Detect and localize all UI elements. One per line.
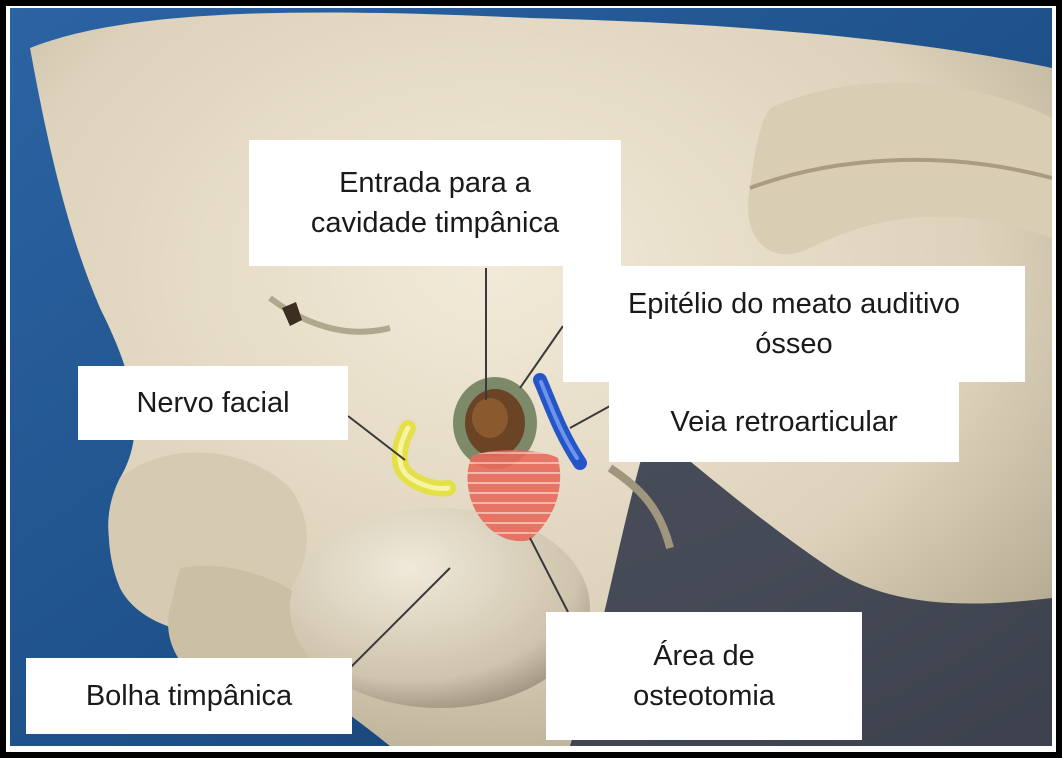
leader-nervo [347, 415, 406, 461]
bone-fold-2 [607, 464, 674, 549]
facial-nerve-highlight [397, 425, 451, 491]
label-nervo-facial: Nervo facial [78, 366, 348, 440]
leader-bolha [349, 567, 451, 669]
bone-fold-1 [268, 295, 391, 335]
tympanic-bulla [290, 508, 590, 708]
label-epitelio-line1: Epitélio do meato auditivo [627, 288, 961, 320]
foramen-dark [282, 302, 302, 326]
label-veia-line1: Veia retroarticular [670, 406, 898, 438]
label-veia-retroarticular: Veia retroarticular [609, 382, 959, 462]
arch-edge [749, 157, 1052, 190]
label-nervo-line1: Nervo facial [136, 387, 290, 419]
osteotomy-area [467, 450, 561, 542]
label-bolha-timpanica: Bolha timpânica [26, 658, 352, 734]
label-entrada-line2: cavidade timpânica [310, 207, 560, 239]
retroarticular-vein-highlight [539, 380, 579, 460]
label-entrada-cavidade-timpanica: Entrada para a cavidade timpânica [249, 140, 621, 266]
label-epitelio-meato: Epitélio do meato auditivo ósseo [563, 266, 1025, 382]
zygomatic-arch [748, 82, 1052, 255]
leader-veia [569, 405, 611, 429]
skull-photo-drawing [10, 8, 1052, 746]
label-area-line2: osteotomia [633, 680, 775, 712]
leader-area [529, 537, 569, 613]
label-bolha-line1: Bolha timpânica [85, 680, 293, 712]
leader-epitelio [519, 325, 564, 389]
label-area-osteotomia: Área de osteotomia [546, 612, 862, 740]
entrance-inner [472, 398, 508, 438]
label-epitelio-line2: ósseo [755, 328, 833, 360]
label-entrada-line1: Entrada para a [339, 167, 531, 199]
label-area-line1: Área de [653, 640, 755, 672]
skull-photo [10, 8, 1052, 746]
